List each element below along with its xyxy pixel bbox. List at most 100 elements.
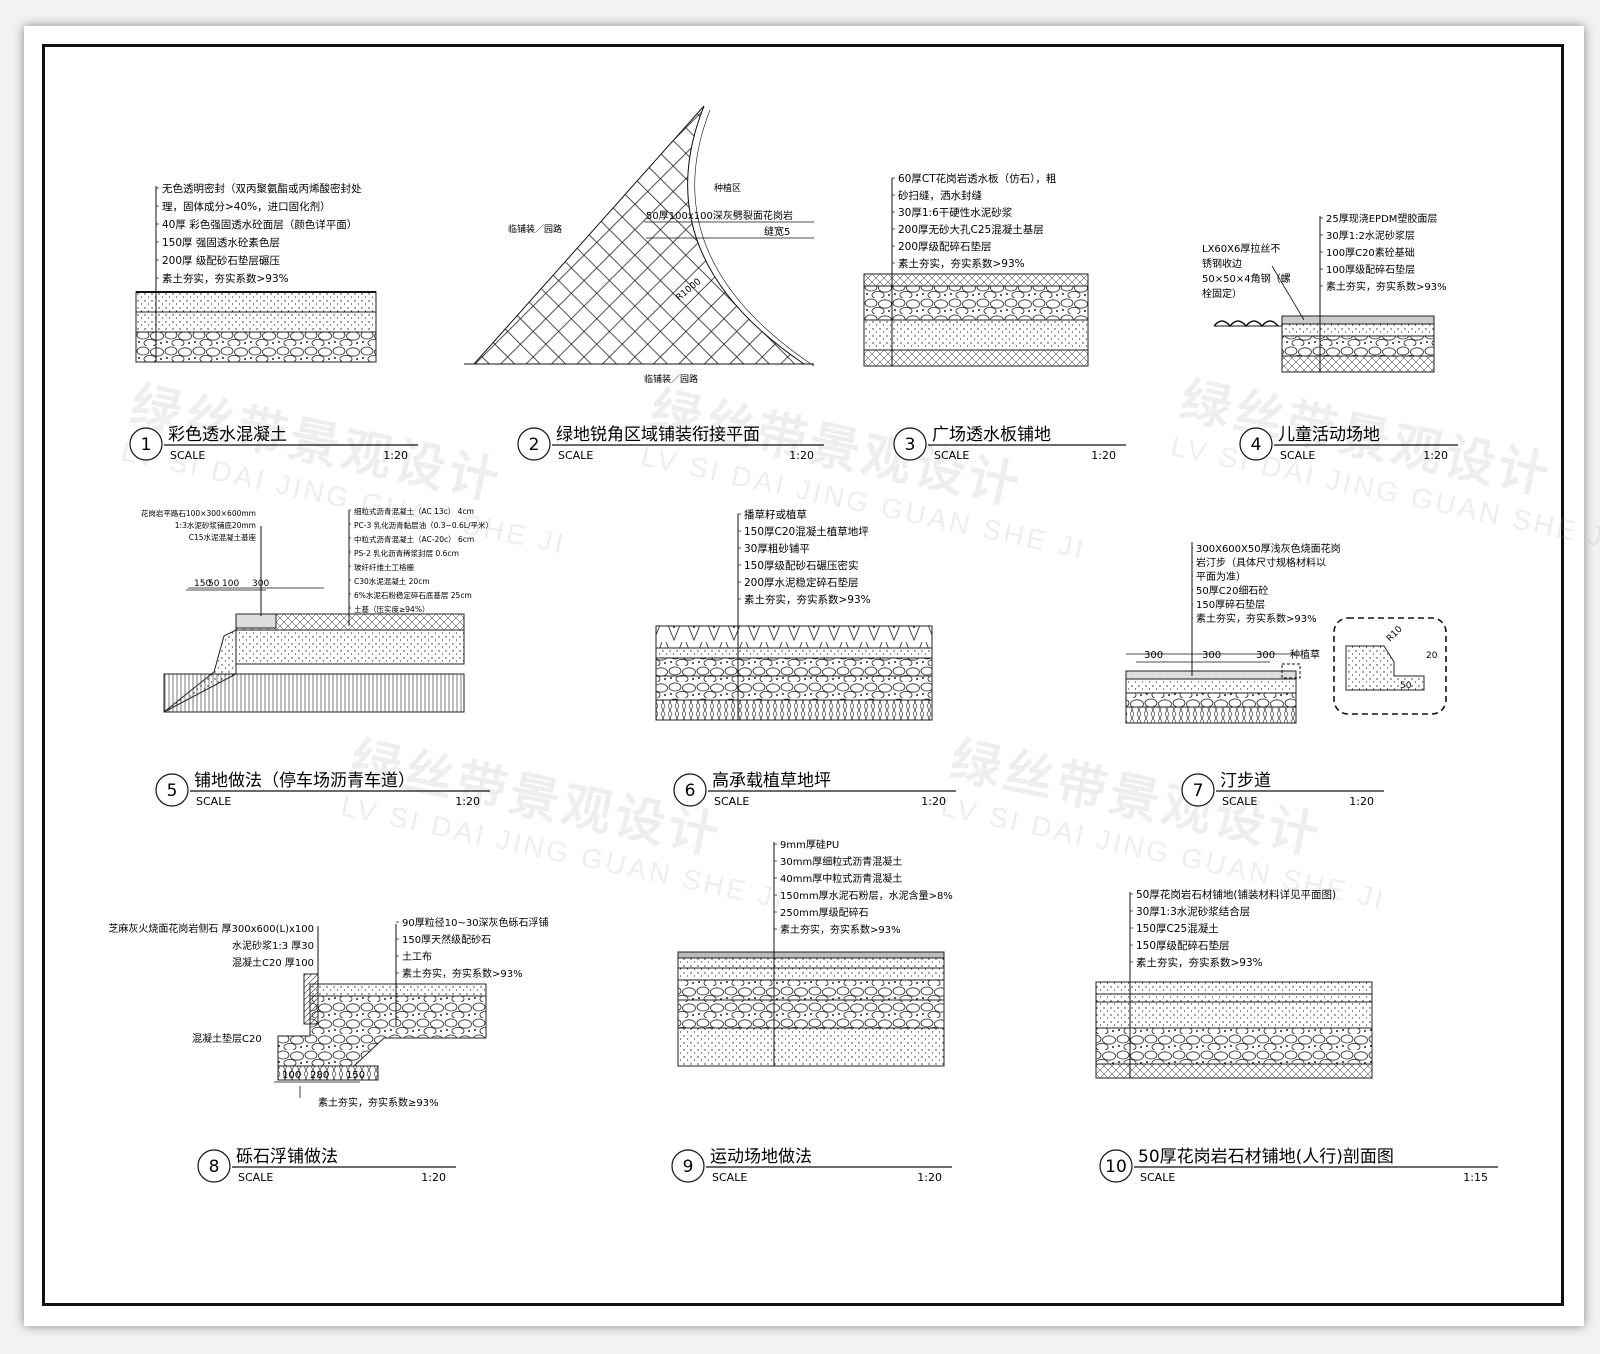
detail-number-circle <box>1099 1149 1133 1183</box>
scale-value: 1:15 <box>1463 1171 1488 1184</box>
scale-label: SCALE <box>558 449 593 462</box>
callout-note: 水泥砂浆1:3 厚30 <box>232 939 314 952</box>
scale-label: SCALE <box>196 795 231 808</box>
label-grass: 种植草 <box>1290 648 1320 661</box>
callout-note: 中粒式沥青混凝土（AC-20c） 6cm <box>354 534 474 544</box>
drawing-frame <box>42 44 1564 1306</box>
dimension-label: 300 <box>1256 650 1275 661</box>
detail-number-circle <box>129 427 163 461</box>
callout-note: 30厚1:6干硬性水泥砂浆 <box>898 206 1013 219</box>
scale-value: 1:20 <box>789 449 814 462</box>
callout-note: 30厚粗砂铺平 <box>744 542 810 555</box>
callout-note: 150厚 强固透水砼素色层 <box>162 236 280 249</box>
detail-number: 5 <box>167 781 178 801</box>
callout-note: 150厚天然级配砂石 <box>402 933 491 946</box>
callout-note: 150厚级配碎石垫层 <box>1136 939 1230 952</box>
callout-note: 40厚 彩色强固透水砼面层（颜色详平面） <box>162 218 357 231</box>
scale-label: SCALE <box>1280 449 1315 462</box>
dimension-label: 300 <box>1202 650 1221 661</box>
detail-title: 儿童活动场地 <box>1278 425 1380 445</box>
callout-note: 岩汀步（具体尺寸规格材料以 <box>1196 556 1326 569</box>
detail-number-circle <box>1239 427 1273 461</box>
callout-note: 150厚C25混凝土 <box>1136 922 1219 935</box>
scale-value: 1:20 <box>455 795 480 808</box>
callout-note: 理，固体成分>40%，进口固化剂） <box>162 200 331 213</box>
title-block-4: 4 儿童活动场地 SCALE 1:20 <box>1239 425 1458 462</box>
detail-number: 4 <box>1251 435 1262 455</box>
title-block-5: 5 铺地做法（停车场沥青车道） SCALE 1:20 <box>155 771 490 808</box>
callout-note: 素土夯实，夯实系数>93% <box>1136 956 1263 969</box>
scale-label: SCALE <box>714 795 749 808</box>
scale-value: 1:20 <box>921 795 946 808</box>
detail-8-section: 90厚粒径10~30深灰色砾石浮铺150厚天然级配砂石土工布素土夯实，夯实系数>… <box>108 916 548 1109</box>
callout-note: 平面为准） <box>1196 571 1246 583</box>
dimension-label: 50 <box>208 579 220 589</box>
scale-value: 1:20 <box>917 1171 942 1184</box>
callout-note: 混凝土C20 厚100 <box>232 956 314 969</box>
detail-number-circle <box>197 1149 231 1183</box>
callout-note: 素土夯实，夯实系数>93% <box>780 923 901 936</box>
callout-note: 300X600X50厚浅灰色烧面花岗 <box>1196 542 1341 555</box>
detail-title: 汀步道 <box>1220 771 1271 791</box>
callout-note: 花岗岩平路石100×300×600mm <box>141 508 256 518</box>
scale-label: SCALE <box>712 1171 747 1184</box>
detail-2-plan: 种植区 50厚100x100深灰劈裂面花岗岩 缝宽5 临铺装／园路 临铺装／园路… <box>464 105 815 385</box>
detail-title: 铺地做法（停车场沥青车道） <box>194 771 415 791</box>
detail-number: 3 <box>905 435 916 455</box>
detail-number-circle <box>517 427 551 461</box>
callout-note: 1:3水泥砂浆铺底20mm <box>175 520 256 530</box>
dimension-label: 100 <box>222 579 239 589</box>
detail-title: 砾石浮铺做法 <box>236 1147 338 1167</box>
label-concrete-bed: 混凝土垫层C20 <box>192 1032 262 1045</box>
detail-number-circle <box>893 427 927 461</box>
label-paving-spec: 50厚100x100深灰劈裂面花岗岩 <box>646 209 793 222</box>
scale-label: SCALE <box>1222 795 1257 808</box>
callout-note: 200厚 级配砂石垫层碾压 <box>162 254 280 267</box>
detail-title: 50厚花岗岩石材铺地(人行)剖面图 <box>1138 1147 1394 1167</box>
detail-number-circle <box>673 773 707 807</box>
callout-note: 200厚水泥稳定碎石垫层 <box>744 576 859 589</box>
dimension-label: 100 <box>282 1070 301 1081</box>
scale-value: 1:20 <box>1423 449 1448 462</box>
callout-note: 50厚C20细石砼 <box>1196 584 1268 597</box>
detail-number: 1 <box>141 435 152 455</box>
callout-note: 播草籽或植草 <box>744 508 807 521</box>
callout-note: 细粒式沥青混凝土（AC 13c） 4cm <box>354 506 474 516</box>
dimension-label: 150 <box>194 579 211 589</box>
label-r10: R10 <box>1385 624 1405 644</box>
label-bottom-note: 素土夯实，夯实系数≥93% <box>318 1096 439 1109</box>
callout-note: 200厚级配碎石垫层 <box>898 240 992 253</box>
detail-title: 彩色透水混凝土 <box>168 425 287 445</box>
callout-note: 素土夯实，夯实系数>93% <box>1326 280 1447 293</box>
scale-value: 1:20 <box>1091 449 1116 462</box>
label-planting-area: 种植区 <box>714 182 741 194</box>
callout-note: LX60X6厚拉丝不 <box>1202 242 1280 255</box>
callout-note: 玻纤纤维土工格栅 <box>354 562 414 572</box>
callout-note: 芝麻灰火烧面花岗岩侧石 厚300x600(L)x100 <box>108 922 314 935</box>
scale-label: SCALE <box>238 1171 273 1184</box>
scale-value: 1:20 <box>383 449 408 462</box>
callout-note: PC-3 乳化沥青黏层油（0.3~0.6L/平米） <box>354 520 493 530</box>
callout-note: 素土夯实，夯实系数>93% <box>402 967 523 980</box>
callout-note: 60厚CT花岗岩透水板（仿石），粗 <box>898 172 1057 185</box>
detail-title: 广场透水板铺地 <box>932 425 1051 445</box>
callout-note: 无色透明密封（双丙聚氨酯或丙烯酸密封处 <box>162 182 362 195</box>
callout-note: 90厚粒径10~30深灰色砾石浮铺 <box>402 916 549 929</box>
detail-3-section: 60厚CT花岗岩透水板（仿石），粗砂扫缝，洒水封缝30厚1:6干硬性水泥砂浆20… <box>863 172 1089 367</box>
detail-title: 绿地锐角区域铺装衔接平面 <box>556 425 760 445</box>
detail-7-section: 300X600X50厚浅灰色烧面花岗岩汀步（具体尺寸规格材料以平面为准）50厚C… <box>1125 542 1447 724</box>
callout-note: 素土夯实，夯实系数>93% <box>744 593 871 606</box>
callout-note: 150厚C20混凝土植草地坪 <box>744 525 869 538</box>
callout-note: 素土夯实，夯实系数>93% <box>898 257 1025 270</box>
callout-note: C15水泥混凝土基座 <box>189 532 257 542</box>
